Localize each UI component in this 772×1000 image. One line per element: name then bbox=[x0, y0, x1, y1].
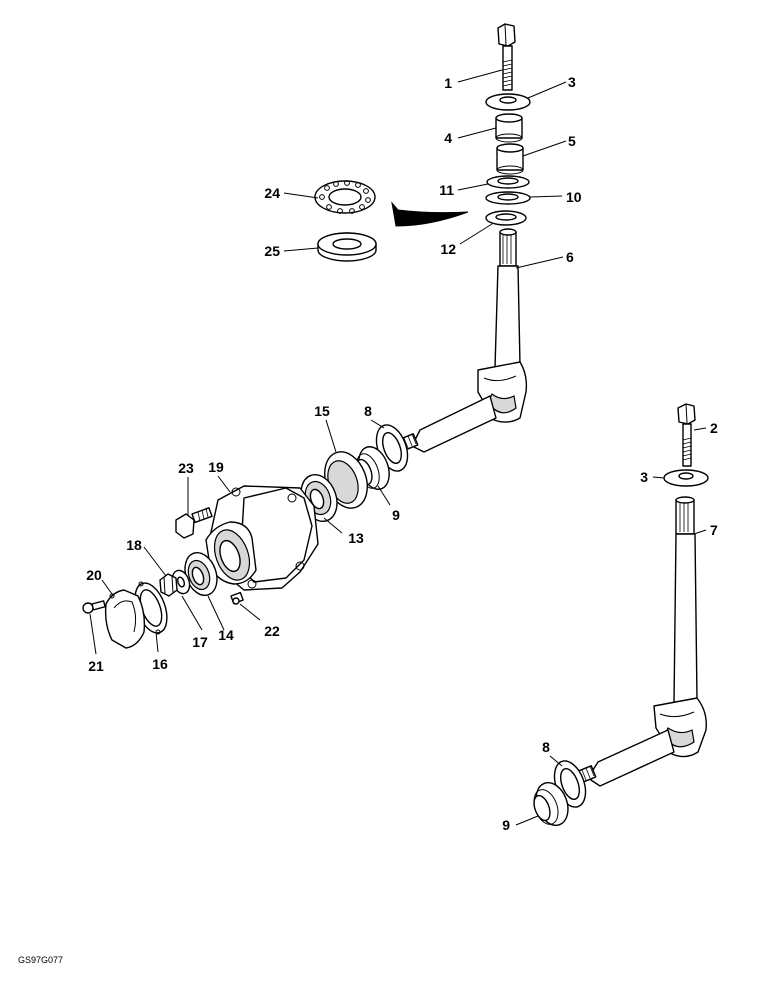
callout-9: 9 bbox=[392, 507, 400, 523]
callout-11: 11 bbox=[439, 182, 454, 198]
part-3-washer bbox=[485, 93, 531, 111]
part-19-hub bbox=[205, 485, 319, 591]
part-22-grease-fitting bbox=[230, 591, 244, 605]
callout-1: 1 bbox=[444, 75, 452, 91]
callout-10: 10 bbox=[566, 189, 582, 205]
part-18-castle-nut bbox=[159, 573, 178, 597]
part-5-bushing bbox=[496, 143, 524, 175]
part-20-hub-cap bbox=[104, 589, 146, 649]
callout-2: 2 bbox=[710, 420, 718, 436]
callout-21: 21 bbox=[88, 658, 104, 674]
part-10-washer bbox=[485, 191, 531, 205]
callout-9-right: 9 bbox=[502, 817, 510, 833]
part-2-bolt bbox=[677, 403, 696, 467]
callout-20: 20 bbox=[86, 567, 102, 583]
callout-17: 17 bbox=[192, 634, 208, 650]
callout-24: 24 bbox=[264, 185, 280, 201]
part-12-washer bbox=[485, 210, 527, 226]
part-6-spindle bbox=[399, 228, 528, 453]
part-7-spindle bbox=[577, 496, 707, 787]
part-24-thrust-bearing bbox=[314, 180, 376, 214]
callout-19: 19 bbox=[208, 459, 224, 475]
callout-18: 18 bbox=[126, 537, 142, 553]
callout-4: 4 bbox=[444, 130, 452, 146]
callout-7: 7 bbox=[710, 522, 718, 538]
part-3-washer-right bbox=[663, 469, 709, 487]
callout-15: 15 bbox=[314, 403, 330, 419]
leader-lines bbox=[89, 69, 707, 826]
part-4-bushing bbox=[495, 113, 523, 143]
part-9-bearing-cone-right bbox=[533, 781, 569, 827]
callout-6: 6 bbox=[566, 249, 574, 265]
callout-22: 22 bbox=[264, 623, 280, 639]
part-11-washer bbox=[486, 175, 530, 189]
callout-16: 16 bbox=[152, 656, 168, 672]
callout-3: 3 bbox=[568, 74, 576, 90]
alternate-part-arrow-icon bbox=[391, 201, 469, 227]
part-25-thrust-washer bbox=[317, 232, 377, 262]
callout-23: 23 bbox=[178, 460, 194, 476]
callout-8-right: 8 bbox=[542, 739, 550, 755]
callout-13: 13 bbox=[348, 530, 364, 546]
callout-12: 12 bbox=[440, 241, 456, 257]
callout-25: 25 bbox=[264, 243, 280, 259]
figure-reference: GS97G077 bbox=[18, 955, 63, 965]
part-14-bearing bbox=[184, 551, 218, 597]
callout-3-right: 3 bbox=[640, 469, 648, 485]
callout-5: 5 bbox=[568, 133, 576, 149]
part-23-bolt bbox=[175, 507, 213, 539]
callout-8: 8 bbox=[364, 403, 372, 419]
part-21-cap-screw bbox=[82, 600, 106, 614]
callout-14: 14 bbox=[218, 627, 234, 643]
part-1-bolt bbox=[497, 23, 516, 91]
callout-labels: 1 3 4 5 24 11 10 12 25 6 15 8 2 23 19 3 … bbox=[86, 74, 718, 833]
